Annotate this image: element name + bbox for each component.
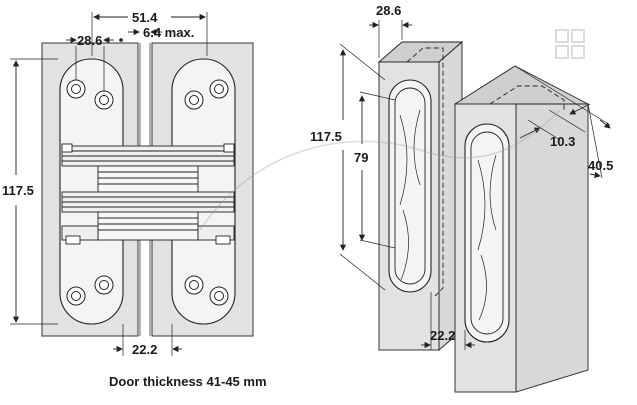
right-block [454,65,589,393]
dim-hole-offset: 28.6 [77,33,102,48]
dim-body-width-front: 22.2 [132,342,157,357]
dim-height-iso: 117.5 [310,129,342,144]
dim-overall-width: 51.4 [132,10,158,25]
linkage-arms [61,143,235,245]
dim-gap-max: 6.4 max. [143,25,194,40]
front-view: 51.4 28.6 6.4 max. 117.5 22.2 Door thick… [2,10,267,389]
left-block [377,41,464,351]
isometric-view: 28.6 117.5 79 10.3 40.5 22.2 [310,3,613,393]
watermark-logo [199,29,585,231]
dim-body-width-iso: 22.2 [430,328,455,343]
dim-height-front: 117.5 [2,183,34,198]
dim-depth-b-iso: 40.5 [588,158,613,173]
left-hinge-body [59,58,124,325]
door-thickness-caption: Door thickness 41-45 mm [109,374,267,389]
hidden-cavity-right [489,85,565,110]
right-hinge-body [171,58,236,325]
dim-top-width-iso: 28.6 [376,3,401,18]
hidden-cavity-left [406,47,444,297]
dim-inner-height-iso: 79 [354,150,368,165]
dim-depth-a-iso: 10.3 [550,134,575,149]
